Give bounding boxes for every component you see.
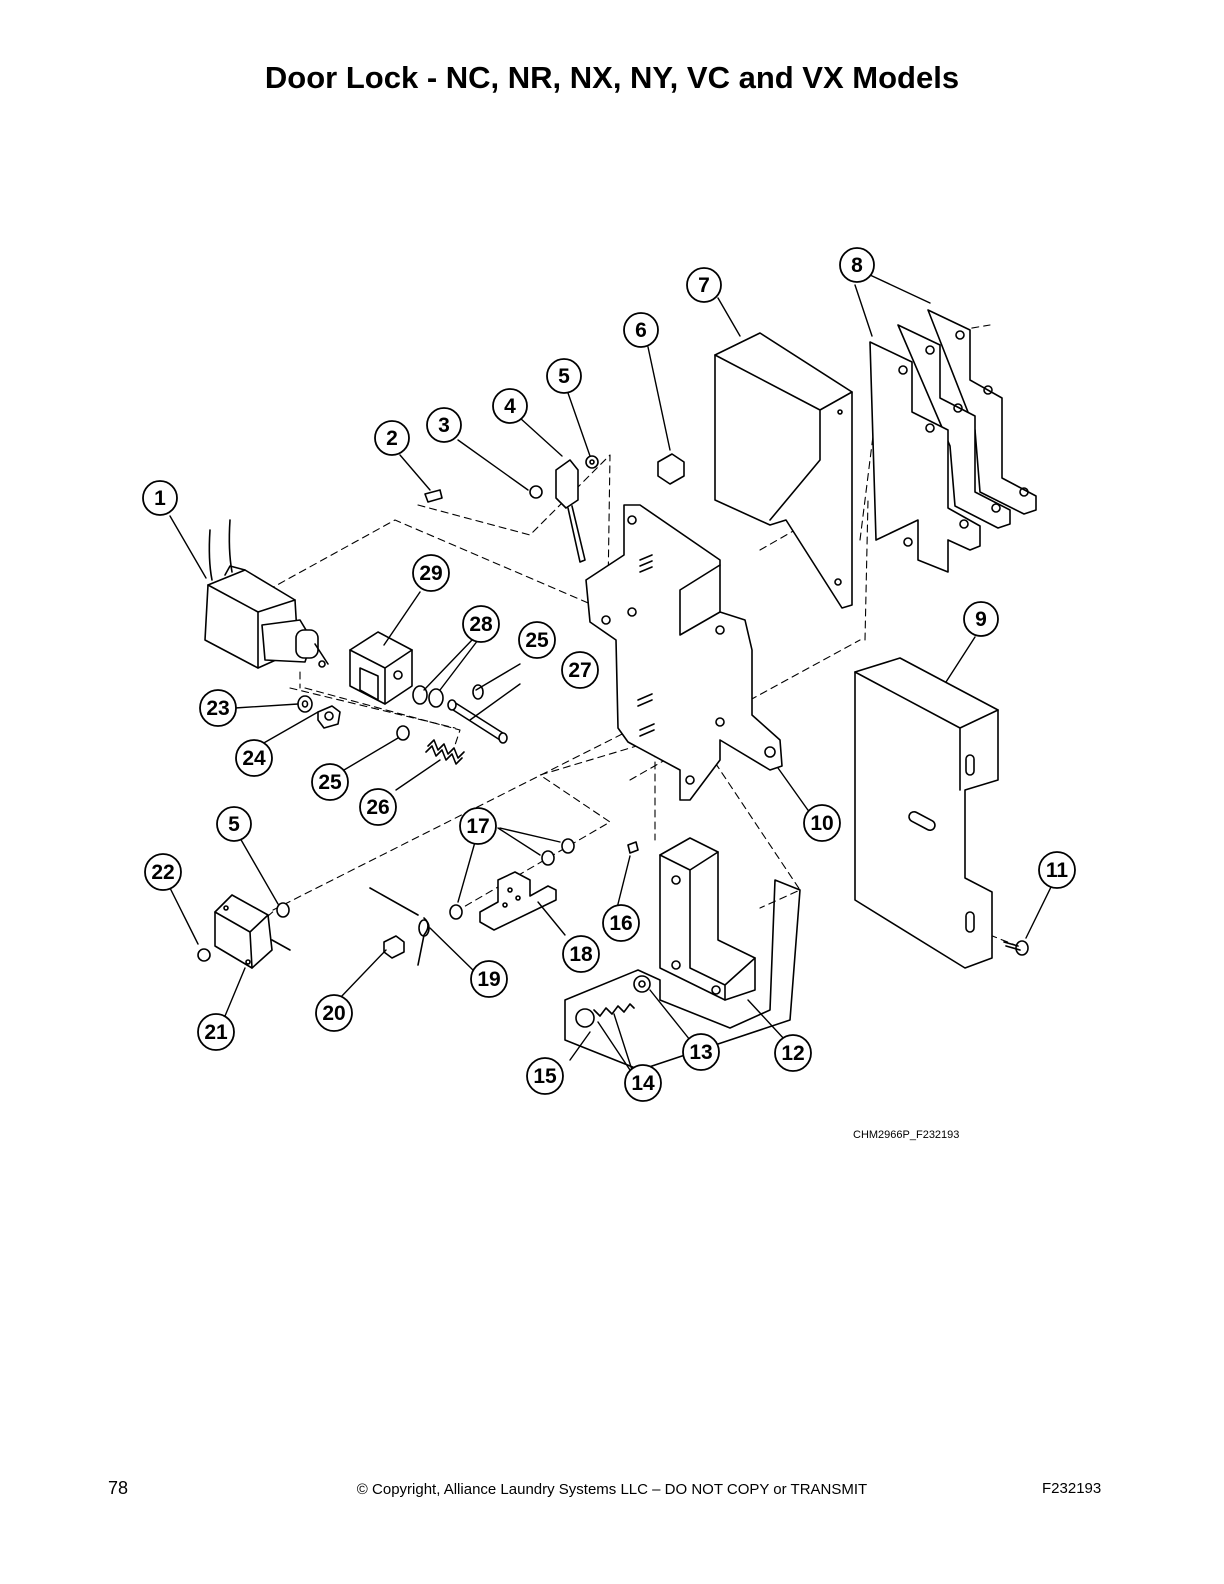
callout-number: 25: [525, 629, 549, 652]
callout-22: 22: [144, 853, 182, 891]
callouts: 1 2 3 4 5 6 7 8 9 10 11 12 13 14 15 16 1…: [142, 247, 1076, 1102]
callout-number: 29: [419, 562, 442, 585]
copyright-notice: © Copyright, Alliance Laundry Systems LL…: [356, 1481, 868, 1498]
callout-19: 19: [470, 960, 508, 998]
callout-number: 22: [151, 861, 174, 884]
callout-17: 17: [459, 807, 497, 845]
callout-20: 20: [315, 994, 353, 1032]
callout-number: 28: [469, 613, 493, 636]
callout-24: 24: [235, 739, 273, 777]
callout-2: 2: [374, 420, 410, 456]
callout-16: 16: [602, 904, 640, 942]
callout-27: 27: [561, 651, 599, 689]
callout-23: 23: [199, 689, 237, 727]
callout-7: 7: [686, 267, 722, 303]
washers-and-pin: [412, 684, 508, 744]
callout-29: 29: [412, 554, 450, 592]
callout-15: 15: [526, 1057, 564, 1095]
callout-6: 6: [623, 312, 659, 348]
callout-number: 20: [322, 1002, 345, 1025]
callout-4: 4: [492, 388, 528, 424]
callout-number: 16: [609, 912, 632, 935]
leader-lines: [169, 274, 1053, 1071]
callout-1: 1: [142, 480, 178, 516]
clip-part-16: [627, 841, 639, 854]
callout-number: 21: [204, 1021, 228, 1044]
callout-10: 10: [803, 804, 841, 842]
spring-nut-19-20: [369, 887, 430, 966]
callout-18: 18: [562, 935, 600, 973]
callout-number: 13: [689, 1041, 712, 1064]
callout-number: 24: [242, 747, 266, 770]
callout-number: 27: [568, 659, 591, 682]
callout-14: 14: [624, 1064, 662, 1102]
bracket-part-29: [349, 631, 413, 705]
callout-number: 14: [631, 1072, 655, 1095]
callout-number: 8: [851, 254, 863, 277]
callout-number: 12: [781, 1042, 804, 1065]
callout-number: 9: [975, 608, 987, 631]
callout-number: 25: [318, 771, 342, 794]
callout-number: 4: [504, 395, 516, 418]
callout-13: 13: [682, 1033, 720, 1071]
callout-number: 7: [698, 274, 710, 297]
callout-number: 18: [569, 943, 593, 966]
page-number: 78: [108, 1478, 129, 1498]
callout-28: 28: [462, 605, 500, 643]
small-hardware-2-3-4-5: [424, 455, 599, 563]
cover-part-7: [714, 332, 853, 609]
document-code: F232193: [1042, 1480, 1102, 1497]
callout-number: 3: [438, 414, 450, 437]
callout-number: 2: [386, 427, 398, 450]
callout-number: 15: [533, 1065, 557, 1088]
callout-number: 5: [558, 365, 570, 388]
callout-21: 21: [197, 1013, 235, 1051]
callout-26: 26: [359, 788, 397, 826]
callout-11: 11: [1038, 851, 1076, 889]
callout-5-lower: 5: [216, 806, 252, 842]
callout-12: 12: [774, 1034, 812, 1072]
nut-part-6: [657, 453, 685, 485]
callout-25: 25: [518, 621, 556, 659]
callout-8: 8: [839, 247, 875, 283]
page-title: Door Lock - NC, NR, NX, NY, VC and VX Mo…: [264, 60, 960, 95]
callout-number: 19: [477, 968, 500, 991]
callout-number: 17: [466, 815, 489, 838]
washer-nut-23-24: [297, 695, 341, 729]
callout-5: 5: [546, 358, 582, 394]
mounting-plate-part-10: [585, 504, 783, 801]
callout-25-lower: 25: [311, 763, 349, 801]
clip-spring-25-26: [396, 725, 465, 765]
callout-number: 6: [635, 319, 647, 342]
enclosure-part-9: [854, 657, 999, 969]
figure-id: CHM2966P_F232193: [853, 1129, 959, 1141]
callout-number: 11: [1046, 859, 1069, 882]
plates-part-8: [869, 309, 1037, 573]
callout-number: 26: [366, 796, 389, 819]
strike-block-part-12: [659, 837, 756, 1001]
screw-washer-13-14: [575, 975, 651, 1028]
solenoid-part-1: [204, 519, 329, 669]
callout-9: 9: [963, 601, 999, 637]
callout-number: 5: [228, 813, 240, 836]
callout-number: 10: [810, 812, 833, 835]
screw-part-11: [1003, 940, 1029, 956]
switch-part-21: [197, 894, 291, 969]
assembly-lines: [239, 324, 1016, 946]
callout-number: 1: [154, 487, 166, 510]
callout-number: 23: [206, 697, 229, 720]
lever-part-18: [449, 838, 575, 931]
callout-3: 3: [426, 407, 462, 443]
